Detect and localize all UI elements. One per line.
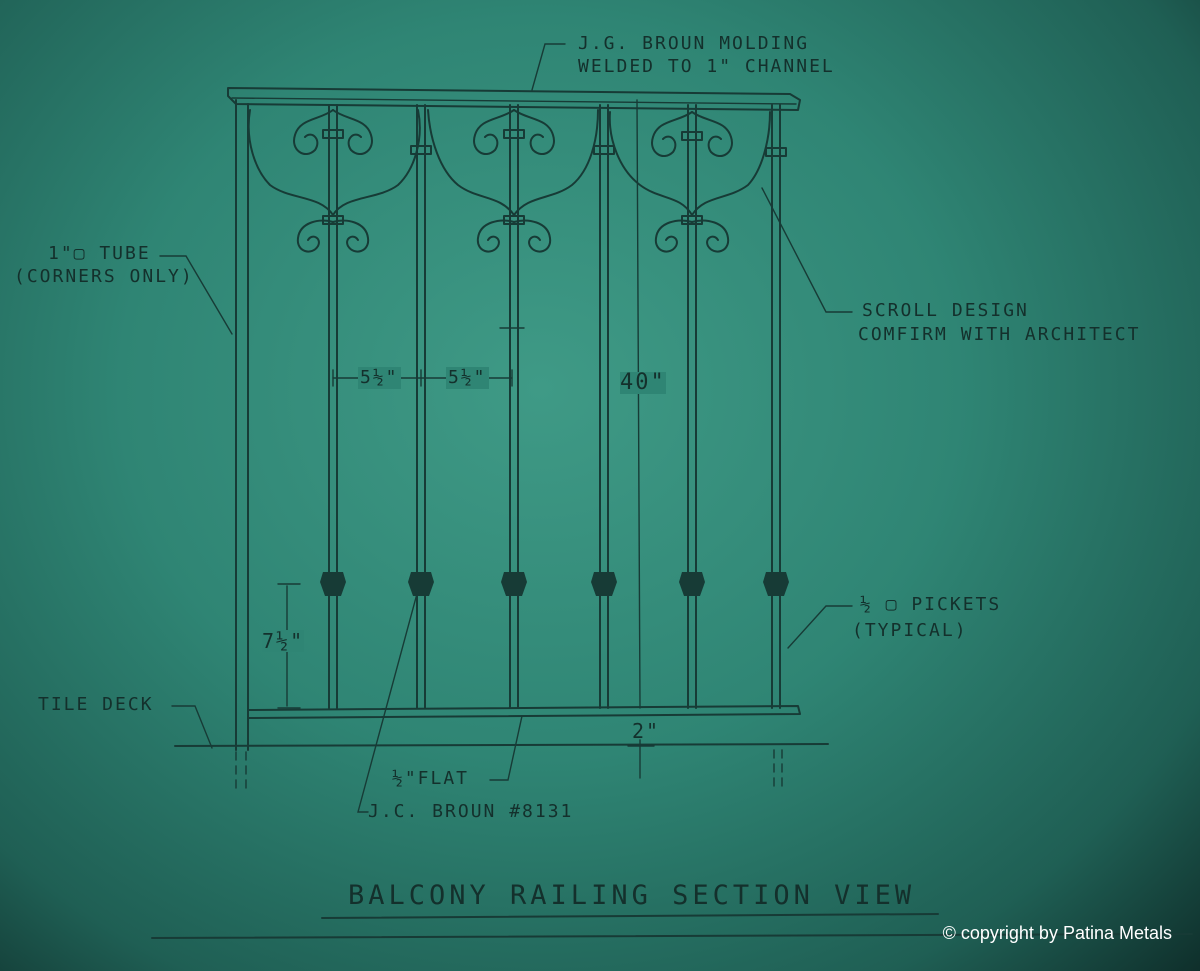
leader-lines (159, 43, 853, 813)
pickets-label-2: (TYPICAL) (852, 620, 968, 641)
corner-tube (235, 99, 249, 751)
bottom-flat-bar (247, 705, 801, 719)
tube-label-2: (CORNERS ONLY) (14, 266, 194, 287)
spacing-dimension-b: 5½" (446, 367, 489, 389)
tube-label: 1"▢ TUBE (48, 243, 151, 264)
molding-label-2: WELDED TO 1" CHANNEL (578, 56, 835, 77)
spacing-dimension-a: 5½" (358, 367, 401, 389)
collar-height-dimension: 7½" (262, 629, 305, 653)
drawing-title: BALCONY RAILING SECTION VIEW (348, 880, 916, 911)
top-molding (227, 87, 801, 111)
title-underline-long (151, 933, 1193, 939)
copyright-notice: © copyright by Patina Metals (942, 923, 1172, 943)
picket (408, 104, 434, 709)
pickets (320, 104, 789, 709)
picket (679, 104, 705, 709)
picket (501, 104, 527, 709)
title-underline (321, 913, 939, 919)
flat-label-2: J.C. BROUN #8131 (368, 801, 574, 822)
gap-dimension: 2" (632, 719, 661, 743)
picket (763, 104, 789, 709)
scroll-design (247, 109, 787, 253)
tile-deck-label: TILE DECK (38, 694, 154, 715)
pickets-label: ½ ▢ PICKETS (860, 594, 1002, 615)
height-dimension: 40" (620, 370, 666, 395)
picket (591, 104, 617, 709)
scroll-label: SCROLL DESIGN (862, 300, 1029, 321)
molding-label: J.G. BROUN MOLDING (578, 33, 810, 54)
picket (320, 104, 346, 709)
scroll-label-2: COMFIRM WITH ARCHITECT (858, 324, 1141, 345)
tile-deck-line (174, 743, 829, 747)
flat-label: ½"FLAT (392, 768, 470, 789)
dimension-lines (277, 99, 655, 779)
